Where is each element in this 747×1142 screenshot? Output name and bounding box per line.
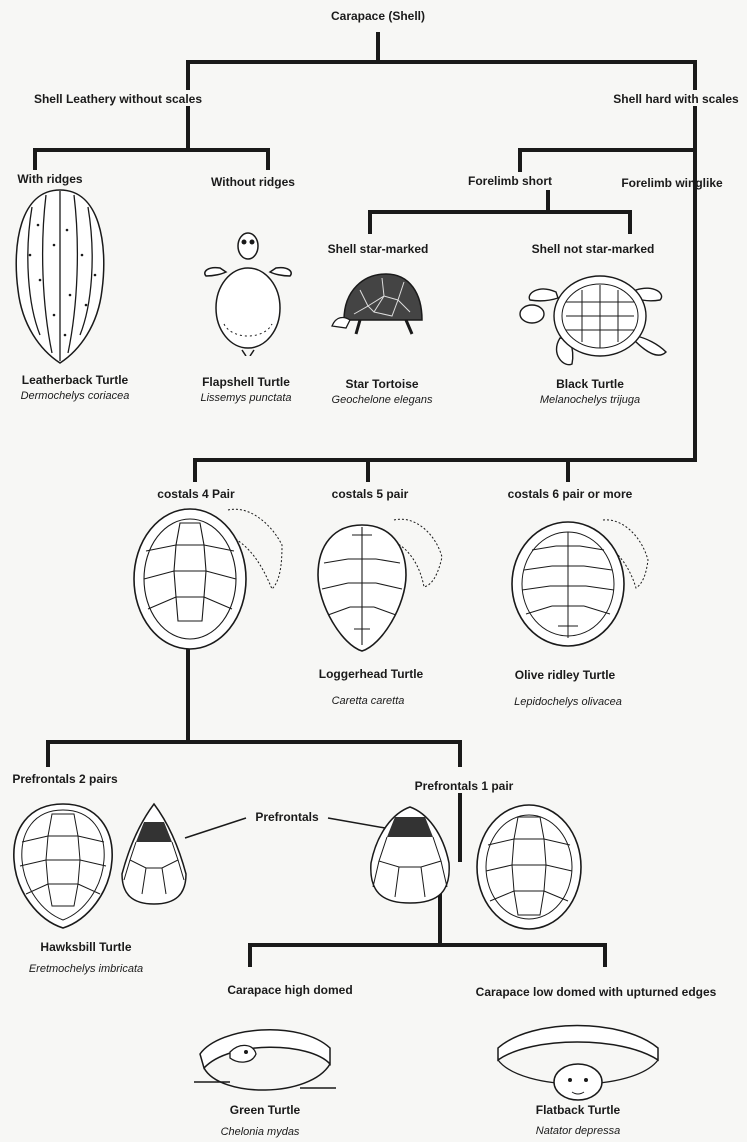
- with-ridges-label: With ridges: [17, 172, 82, 186]
- not-star-marked-label: Shell not star-marked: [532, 242, 655, 256]
- star-marked-label: Shell star-marked: [328, 242, 429, 256]
- prefrontals-one-label: Prefrontals 1 pair: [415, 779, 514, 793]
- leatherback-scientific: Dermochelys coriacea: [21, 389, 130, 403]
- black-turtle-scientific: Melanochelys trijuga: [540, 393, 640, 407]
- green-turtle-illustration: [190, 1018, 340, 1108]
- forelimb-winglike-label: Forelimb winglike: [621, 176, 722, 190]
- star-tortoise-scientific: Geochelone elegans: [332, 393, 433, 407]
- olive-ridley-turtle-illustration: [508, 510, 653, 655]
- black-turtle-common: Black Turtle: [556, 377, 624, 391]
- leatherback-common: Leatherback Turtle: [22, 373, 128, 387]
- loggerhead-turtle-illustration: [312, 505, 452, 655]
- loggerhead-common: Loggerhead Turtle: [319, 667, 423, 681]
- leatherback-turtle-illustration: [10, 185, 110, 365]
- flapshell-common: Flapshell Turtle: [202, 375, 290, 389]
- costals-four-shell-illustration: [132, 505, 292, 655]
- root-branch: [188, 34, 695, 88]
- olive-ridley-common: Olive ridley Turtle: [515, 668, 615, 682]
- green-turtle-common: Green Turtle: [230, 1103, 300, 1117]
- root-label: Carapace (Shell): [331, 9, 425, 23]
- hawksbill-head-illustration: [116, 800, 192, 908]
- flatback-turtle-illustration: [492, 1008, 664, 1116]
- costals-four-label: costals 4 Pair: [157, 487, 234, 501]
- flatback-scientific: Natator depressa: [536, 1124, 620, 1138]
- green-turtle-scientific: Chelonia mydas: [221, 1125, 300, 1139]
- forelimb-short-branch: [370, 192, 630, 232]
- black-turtle-illustration: [516, 260, 674, 372]
- star-tortoise-common: Star Tortoise: [345, 377, 418, 391]
- forelimb-short-label: Forelimb short: [468, 174, 552, 188]
- flapshell-turtle-illustration: [198, 228, 298, 356]
- star-tortoise-illustration: [330, 268, 428, 338]
- costals-six-label: costals 6 pair or more: [508, 487, 633, 501]
- leathery-label: Shell Leathery without scales: [34, 92, 202, 106]
- hard-label: Shell hard with scales: [613, 92, 738, 106]
- hawksbill-scientific: Eretmochelys imbricata: [29, 962, 143, 976]
- hawksbill-shell-illustration: [8, 800, 118, 930]
- without-ridges-label: Without ridges: [211, 175, 295, 189]
- low-domed-label: Carapace low domed with upturned edges: [476, 985, 717, 999]
- prefrontal-one-pair-head-illustration: [365, 803, 455, 907]
- prefrontal-one-pair-shell-illustration: [474, 803, 584, 931]
- flatback-common: Flatback Turtle: [536, 1103, 620, 1117]
- prefrontals-two-label: Prefrontals 2 pairs: [12, 772, 117, 786]
- flapshell-scientific: Lissemys punctata: [200, 391, 291, 405]
- leathery-branch: [35, 108, 268, 168]
- hawksbill-common: Hawksbill Turtle: [40, 940, 131, 954]
- costals-five-label: costals 5 pair: [332, 487, 409, 501]
- high-domed-label: Carapace high domed: [227, 983, 352, 997]
- loggerhead-scientific: Caretta caretta: [332, 694, 405, 708]
- prefrontal-callout-left: [185, 818, 246, 838]
- olive-ridley-scientific: Lepidochelys olivacea: [514, 695, 622, 709]
- prefrontals-callout: Prefrontals: [255, 810, 318, 824]
